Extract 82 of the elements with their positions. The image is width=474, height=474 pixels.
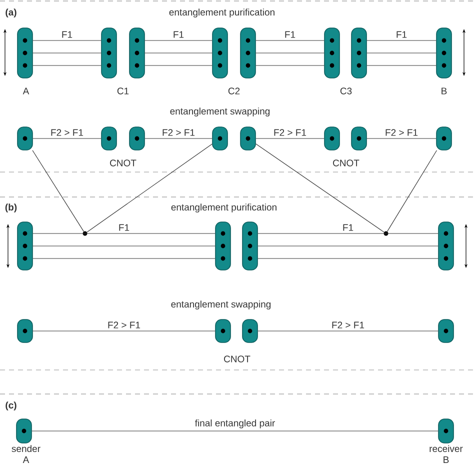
qubit-pill <box>351 126 367 150</box>
panel-label: (c) <box>6 402 16 410</box>
node-label: receiver B <box>430 445 463 463</box>
edge-label: F1 <box>172 30 186 39</box>
edge-label: F2 > F1 <box>384 128 419 137</box>
caption-text: B <box>442 88 447 94</box>
qubit-pill <box>242 319 258 343</box>
connector-line <box>256 65 324 66</box>
caption-text: entanglement purification <box>169 8 274 18</box>
qubit-pill <box>17 319 33 343</box>
edge-label: final entangled pair <box>194 418 276 430</box>
qubit-pill <box>438 418 454 444</box>
qubit-pill <box>215 319 231 343</box>
edge-label: F1 <box>341 223 355 232</box>
connector-line <box>366 52 436 54</box>
caption-text: entanglement swapping <box>170 108 270 116</box>
connector-line <box>386 150 438 232</box>
qubit-pill <box>212 28 228 78</box>
caption-text: A <box>22 88 30 94</box>
edge-label: F2 > F1 <box>330 320 366 330</box>
qubit-pill <box>240 126 256 150</box>
qubit-pill <box>436 28 452 78</box>
panel-label: (b) <box>5 204 17 212</box>
connector-line <box>144 40 212 41</box>
connector-line <box>366 65 436 66</box>
connector-line <box>256 144 384 232</box>
caption-text: entanglement swapping <box>171 300 271 310</box>
caption-text: C2 <box>228 88 240 94</box>
qubit-pill <box>324 28 340 78</box>
edge-label: F1 <box>283 30 297 39</box>
qubit-pill <box>17 222 33 270</box>
connector-line <box>32 233 216 234</box>
connector-line <box>256 40 324 41</box>
caption-text: CNOT <box>333 160 360 166</box>
panel-label: (a) <box>6 8 16 18</box>
qubit-pill <box>436 126 452 150</box>
qubit-pill <box>101 126 117 150</box>
connector-line <box>366 40 436 41</box>
connector-line <box>32 138 102 139</box>
edge-label: F1 <box>60 30 74 39</box>
qubit-pill <box>324 126 340 150</box>
qubit-pill <box>438 222 454 270</box>
caption-text: C3 <box>340 88 352 94</box>
caption-text: CNOT <box>224 356 250 362</box>
edge-label: F1 <box>117 223 131 232</box>
connector-line <box>32 430 438 432</box>
qubit-pill <box>240 28 256 78</box>
connector-line <box>144 52 212 54</box>
caption-text: entanglement purification <box>171 204 276 212</box>
edge-label: F1 <box>394 30 408 39</box>
connector-line <box>32 52 102 54</box>
qubit-pill <box>212 126 228 150</box>
qubit-pill <box>101 28 117 78</box>
edge-label: F2 > F1 <box>272 128 308 137</box>
qubit-pill <box>438 319 454 343</box>
connector-line <box>32 150 84 232</box>
qubit-pill <box>17 126 33 150</box>
connector-line <box>32 330 216 332</box>
qubit-pill <box>17 28 33 78</box>
edge-label: F2 > F1 <box>106 320 142 330</box>
connector-line <box>256 52 324 54</box>
connector-line <box>258 330 438 332</box>
qubit-pill <box>242 222 258 270</box>
connector-line <box>32 40 102 41</box>
connector-line <box>258 233 438 234</box>
connector-line <box>32 65 102 66</box>
qubit-pill <box>351 28 367 78</box>
connector-line <box>144 138 212 139</box>
connector-line <box>32 258 216 259</box>
qubit-pill <box>16 418 32 444</box>
caption-text: C1 <box>117 88 129 94</box>
qubit-pill <box>129 126 145 150</box>
edge-label: F2 > F1 <box>161 128 196 137</box>
connector-line <box>256 138 324 139</box>
edge-label: F2 > F1 <box>50 128 84 137</box>
caption-text: CNOT <box>110 160 136 166</box>
qubit-pill <box>129 28 145 78</box>
connector-line <box>258 258 438 259</box>
connector-line <box>366 138 436 139</box>
qubit-pill <box>215 222 231 270</box>
connector-line <box>86 144 212 232</box>
connector-line <box>144 65 212 66</box>
